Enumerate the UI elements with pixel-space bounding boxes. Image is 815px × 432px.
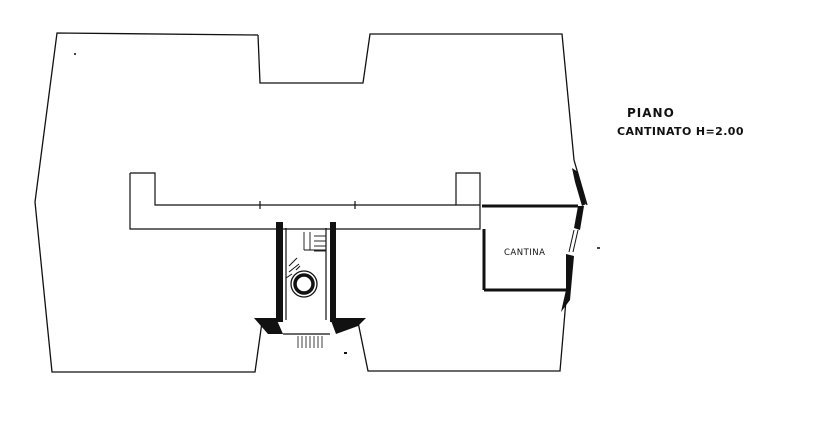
building-outline-left — [34, 32, 263, 373]
facade-wall-lower — [561, 254, 574, 312]
facade-window-upper — [574, 206, 584, 230]
stairwell-right-wall — [330, 222, 336, 322]
corridor-outer — [129, 172, 481, 230]
window-jamb-2 — [572, 229, 579, 253]
stray-mark-2 — [74, 53, 76, 55]
entry-steps — [297, 336, 323, 348]
building-outline — [257, 33, 575, 161]
spiral-stair — [285, 257, 318, 298]
stray-mark — [344, 352, 347, 354]
plan-title-line1: PIANO — [627, 106, 675, 120]
facade-wall-upper — [572, 168, 586, 206]
building-outline-bottom-right — [357, 299, 567, 372]
stairwell-base-left — [254, 318, 283, 334]
window-jamb — [568, 229, 575, 253]
facade-wall-line — [573, 159, 588, 206]
cellar-label: CANTINA — [504, 248, 545, 258]
stray-mark-3 — [597, 247, 600, 249]
plan-title-line2: CANTINATO H=2.00 — [617, 125, 744, 138]
corridor-inner-top — [130, 172, 456, 206]
stairwell-base-right — [330, 318, 366, 334]
stair-treads-upper — [303, 232, 326, 252]
stairwell-left-wall — [276, 222, 283, 322]
